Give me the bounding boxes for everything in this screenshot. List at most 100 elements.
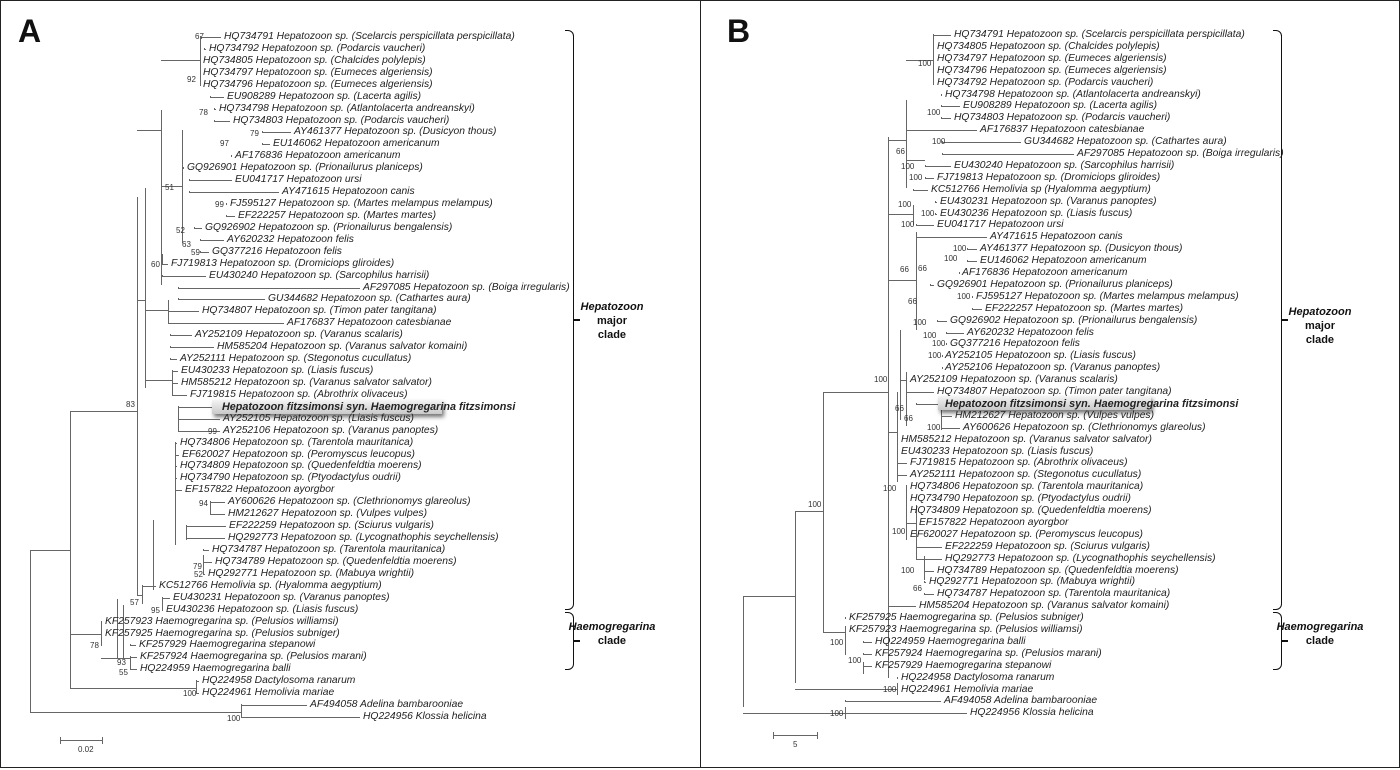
branch [162,609,163,611]
branch [189,191,190,193]
branch [897,474,898,476]
branch [175,466,177,467]
branch [924,594,934,595]
branch [795,511,823,512]
branch [897,689,898,691]
branch [183,167,184,169]
bootstrap-value: 78 [90,641,99,650]
branch [924,581,925,583]
bootstrap-value: 63 [182,240,191,249]
taxon-label: AF297085 Hepatozoon sp. (Boiga irregular… [363,282,570,293]
taxon-label: HQ224961 Hemolivia mariae [202,687,335,698]
bootstrap-value: 55 [119,668,128,677]
taxon-label: HQ292771 Hepatozoon sp. (Mabuya wrightii… [929,576,1136,587]
taxon-label: AY600626 Hepatozoon sp. (Clethrionomys g… [228,496,471,507]
bootstrap-value: 100 [932,137,946,146]
clade-word: clade [597,635,627,647]
branch [203,573,204,575]
branch [137,595,142,596]
taxon-label: HQ734789 Hepatozoon sp. (Quedenfeldtia m… [937,565,1179,576]
branch [186,526,226,527]
branch [137,300,145,301]
bootstrap-value: 59 [191,248,200,257]
branch [946,332,947,334]
branch [203,549,204,551]
branch [906,510,907,512]
taxon-label: HQ734807 Hepatozoon sp. (Timon pater tan… [202,305,437,316]
taxon-label: HQ734805 Hepatozoon sp. (Chalcides polyl… [937,41,1160,52]
taxon-label: GQ926901 Hepatozoon sp. (Prionailurus pl… [187,162,423,173]
taxon-label: FJ719815 Hepatozoon sp. (Abrothrix oliva… [910,457,1128,468]
taxon-label: AF176837 Hepatozoon catesbianae [287,317,452,328]
clade-suffix: major [597,315,627,327]
taxon-label: HQ224956 Klossia helicina [363,711,487,722]
bootstrap-value: 100 [957,292,971,301]
branch [933,70,934,72]
branch [942,355,943,357]
clade-bracket-tick [1282,640,1288,642]
branch [906,523,916,524]
branch [204,49,206,50]
branch [189,179,190,181]
branch [913,190,928,191]
taxon-label: HQ224958 Dactylosoma ranarum [202,675,356,686]
branch [906,130,977,131]
branch [168,300,169,324]
taxon-label: FJ595127 Hepatozoon sp. (Martes melampus… [230,198,493,209]
branch [924,593,925,595]
branch [162,597,163,599]
branch [194,228,202,229]
branch [845,712,846,714]
bootstrap-value: 99 [215,200,224,209]
taxon-label: HQ734796 Hepatozoon sp. (Eumeces algerie… [203,79,433,90]
bootstrap-value: 79 [193,562,202,571]
taxon-label: HQ734803 Hepatozoon sp. (Podarcis vauche… [233,115,450,126]
branch [226,215,227,217]
branch [241,706,242,718]
branch [925,165,926,167]
highlight-box [212,400,442,414]
highlighted-taxon-label: Hepatozoon fitzsimonsi syn. Haemogregari… [945,398,1239,410]
branch [196,693,199,694]
branch [941,415,942,417]
taxon-label: EU041717 Hepatozoon ursi [235,174,362,185]
taxon-label: HQ734787 Hepatozoon sp. (Tarentola mauri… [212,544,446,555]
branch [175,455,179,456]
branch [262,143,263,145]
taxon-label: HQ734809 Hepatozoon sp. (Quedenfeldtia m… [910,505,1152,516]
branch [906,391,907,393]
taxon-label: HM212627 Hepatozoon sp. (Vulpes vulpes) [228,508,428,519]
bootstrap-value: 52 [176,226,185,235]
bootstrap-value: 100 [227,714,241,723]
taxon-label: HQ734803 Hepatozoon sp. (Podarcis vauche… [954,112,1171,123]
clade-genus: Hepatozoon [580,301,644,313]
bootstrap-value: 100 [909,173,923,182]
clade-bracket [565,30,574,610]
branch [906,60,933,61]
branch [130,668,131,670]
taxon-label: HQ734787 Hepatozoon sp. (Tarentola mauri… [937,588,1171,599]
branch [946,333,964,334]
branch [200,252,209,253]
branch [972,309,982,310]
branch [823,392,888,393]
branch [130,658,131,670]
branch [170,358,171,360]
branch [30,550,70,551]
taxon-label: KC512766 Hemolivia sp (Hyalomma aegyptiu… [931,184,1151,195]
taxon-label: HQ734809 Hepatozoon sp. (Quedenfeldtia m… [180,460,422,471]
branch [101,658,130,659]
branch [906,160,925,161]
branch [175,490,182,491]
branch [743,713,845,714]
branch [941,106,960,107]
taxon-label: AY252109 Hepatozoon sp. (Varanus scalari… [910,374,1118,385]
branch [972,296,973,298]
branch [226,216,235,217]
taxon-label: KF257925 Haemogregarina sp. (Pelusios su… [849,612,1084,623]
branch [845,629,846,631]
taxon-label: GQ377216 Hepatozoon felis [950,338,1080,349]
branch [196,682,197,694]
branch [941,118,951,119]
